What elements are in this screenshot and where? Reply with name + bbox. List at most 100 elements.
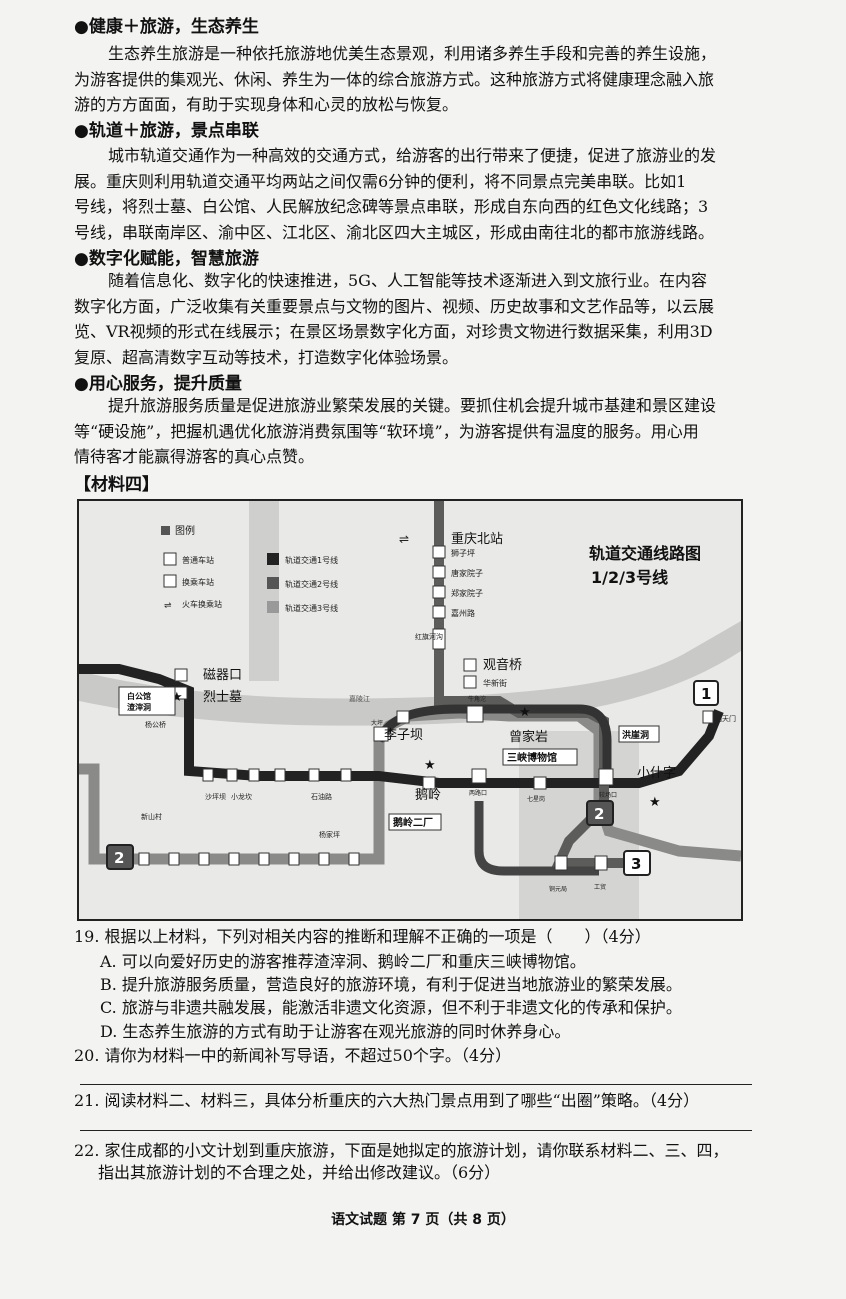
station-shiyoulu: 石油路: [311, 792, 332, 801]
station-marker: [226, 768, 238, 782]
station-marker: [432, 585, 446, 599]
station-marker: [466, 705, 484, 723]
station-shapingba: 沙坪坝: [205, 792, 226, 801]
station-marker: [432, 565, 446, 579]
section-title-service: ●用心服务，提升质量: [74, 374, 242, 394]
attraction-sanxia: 三峡博物馆: [507, 751, 557, 764]
station-marker: [228, 852, 240, 866]
legend-transfer-station: 换乘车站: [182, 577, 214, 587]
answer-line: [80, 1084, 752, 1085]
star-icon: ★: [424, 758, 436, 773]
map-title: 轨道交通线路图: [589, 544, 701, 563]
attraction-eling-factory: 鹅岭二厂: [393, 816, 433, 829]
section-title-health: ●健康＋旅游，生态养生: [74, 17, 259, 37]
line-badge-3: 3: [623, 850, 651, 876]
station-marker: [308, 768, 320, 782]
paragraph-health: 生态养生旅游是一种依托旅游地优美生态景观，利用诸多养生手段和完善的养生设施， 为…: [74, 41, 756, 118]
station-chongqing-north: 重庆北站: [451, 531, 503, 547]
station-hongqihegou: 红旗河沟: [415, 632, 443, 641]
station-guanyinqiao: 观音桥: [483, 657, 522, 673]
station-yanggongqiao: 杨公桥: [145, 720, 166, 729]
section-title-rail: ●轨道＋旅游，景点串联: [74, 121, 259, 141]
river-band: [249, 501, 279, 681]
station-lizipa: 李子坝: [384, 728, 423, 743]
star-icon: ★: [171, 690, 183, 705]
station-marker: [463, 675, 477, 689]
section-title-digital: ●数字化赋能，智慧旅游: [74, 249, 259, 269]
station-huaxinjie: 华新街: [483, 678, 507, 688]
text-line: 复原、超高清数字互动等技术，打造数字化体验场景。: [74, 347, 459, 367]
station-marker: [138, 852, 150, 866]
station-xinshancun: 新山村: [141, 812, 162, 821]
text-line: 等“硬设施”，把握机遇优化旅游消费氛围等“软环境”，为游客提供有温度的服务。用心…: [74, 421, 699, 441]
station-daping: 大坪: [371, 719, 383, 727]
station-marker: [396, 710, 410, 724]
answer-line: [80, 1130, 752, 1131]
river-band: [79, 621, 741, 726]
station-tongyuanju: 铜元局: [549, 885, 567, 893]
legend-line2: 轨道交通2号线: [285, 579, 338, 589]
station-marker: [198, 852, 210, 866]
station-marker: [554, 855, 568, 871]
station-marker: [432, 545, 446, 559]
paragraph-rail: 城市轨道交通作为一种高效的交通方式，给游客的出行带来了便捷，促进了旅游业的发 展…: [74, 143, 756, 245]
page-footer: 语文试题 第 7 页（共 8 页）: [331, 1212, 515, 1228]
question-19-stem: 19. 根据以上材料，下列对相关内容的推断和理解不正确的一项是（ ）（4分）: [74, 927, 651, 946]
question-21-stem: 21. 阅读材料二、材料三，具体分析重庆的六大热门景点用到了哪些“出圈”策略。（…: [74, 1091, 700, 1110]
station-chaotianmen: 朝天门: [715, 714, 736, 723]
station-lieshimu: 烈士墓: [203, 690, 242, 705]
station-jiazhoulu: 嘉州路: [451, 608, 475, 618]
text-line: 展。重庆则利用轨道交通平均两站之间仅需6分钟的便利，将不同景点完美串联。比如1: [74, 171, 687, 191]
line2-stations: 新山村 杨家坪: [138, 812, 360, 866]
attraction-zhazidong: 渣滓洞: [127, 702, 151, 712]
question-19-option-a: A. 可以向爱好历史的游客推荐渣滓洞、鹅岭二厂和重庆三峡博物馆。: [100, 952, 586, 971]
metro-map: 嘉陵江 图例 普通车站 换乘车站 ⇌ 火车换乘站 轨道交通1号线 轨道交通2号线…: [77, 499, 743, 921]
station-marker: [598, 768, 614, 786]
line1-track: [79, 664, 724, 788]
text-line: 生态养生旅游是一种依托旅游地优美生态景观，利用诸多养生手段和完善的养生设施，: [108, 44, 717, 63]
station-jiaochangkou: 较场口: [599, 791, 617, 799]
svg-text:3: 3: [631, 855, 641, 873]
station-yangjiaping: 杨家坪: [319, 830, 340, 839]
train-icon: ⇌: [399, 532, 409, 546]
legend-line1: 轨道交通1号线: [285, 555, 338, 565]
station-gongmao: 工贸: [594, 883, 606, 891]
line3-stations: 狮子坪 唐家院子 郑家院子 嘉州路 红旗河沟 观音桥 华新街: [415, 545, 522, 689]
legend-train-station: 火车换乘站: [182, 599, 222, 609]
text-line: 号线，串联南岸区、渝中区、江北区、渝北区四大主城区，形成由南往北的都市旅游线路。: [74, 222, 715, 242]
map-subtitle: 1/2/3号线: [591, 568, 668, 587]
station-marker: [340, 768, 352, 782]
text-line: 号线，将烈士墓、白公馆、人民解放纪念碑等景点串联，形成自东向西的红色文化线路；3: [74, 197, 709, 216]
text-line: 情待客才能赢得游客的真心点赞。: [74, 447, 315, 466]
station-marker: [274, 768, 286, 782]
question-22-stem: 22. 家住成都的小文计划到重庆旅游，下面是她拟定的旅游计划，请你联系材料二、三…: [74, 1140, 764, 1184]
map-legend: 图例 普通车站 换乘车站 ⇌ 火车换乘站 轨道交通1号线 轨道交通2号线 轨道交…: [161, 524, 338, 613]
legend-line3: 轨道交通3号线: [285, 603, 338, 613]
text-line: 览、VR视频的形式在线展示；在景区场景数字化方面，对珍贵文物进行数据采集，利用3…: [74, 322, 713, 341]
station-zengjiayan: 曾家岩: [509, 729, 548, 745]
material-four-label: 【材料四】: [74, 475, 159, 495]
station-xiaoshizi: 小什字: [637, 766, 676, 781]
text-line: 为游客提供的集观光、休闲、养生为一体的综合旅游方式。这种旅游方式将健康理念融入旅: [74, 69, 715, 89]
text-line: 游的方方面面，有助于实现身体和心灵的放松与恢复。: [74, 95, 459, 114]
station-shiziping: 狮子坪: [451, 549, 475, 558]
station-eling: 鹅岭: [415, 787, 441, 803]
paragraph-service: 提升旅游服务质量是促进旅游业繁荣发展的关键。要抓住机会提升城市基建和景区建设 等…: [74, 393, 756, 470]
text-line: 数字化方面，广泛收集有关重要景点与文物的图片、视频、历史故事和文艺作品等，以云展: [74, 296, 715, 316]
question-19-option-d: D. 生态养生旅游的方式有助于让游客在观光旅游的同时休养身心。: [100, 1022, 571, 1041]
station-marker: [432, 605, 446, 619]
question-20-stem: 20. 请你为材料一中的新闻补写导语，不超过50个字。（4分）: [74, 1046, 512, 1065]
station-marker: [288, 852, 300, 866]
line2-swatch: [267, 577, 279, 589]
station-icon: [163, 552, 177, 566]
station-tangjiayuanzi: 唐家院子: [451, 568, 483, 578]
svg-text:2: 2: [114, 849, 124, 867]
station-marker: [202, 768, 214, 782]
station-marker: [248, 768, 260, 782]
question-19-option-c: C. 旅游与非遗共融发展，能激活非遗文化资源，但不利于非遗文化的传承和保护。: [100, 998, 682, 1017]
metro-map-svg: 嘉陵江 图例 普通车站 换乘车站 ⇌ 火车换乘站 轨道交通1号线 轨道交通2号线…: [79, 501, 741, 919]
station-ciqikou: 磁器口: [203, 668, 242, 683]
station-marker: [373, 726, 389, 742]
station-qixinggang: 七星岗: [527, 795, 545, 803]
river-label: 嘉陵江: [349, 694, 370, 703]
